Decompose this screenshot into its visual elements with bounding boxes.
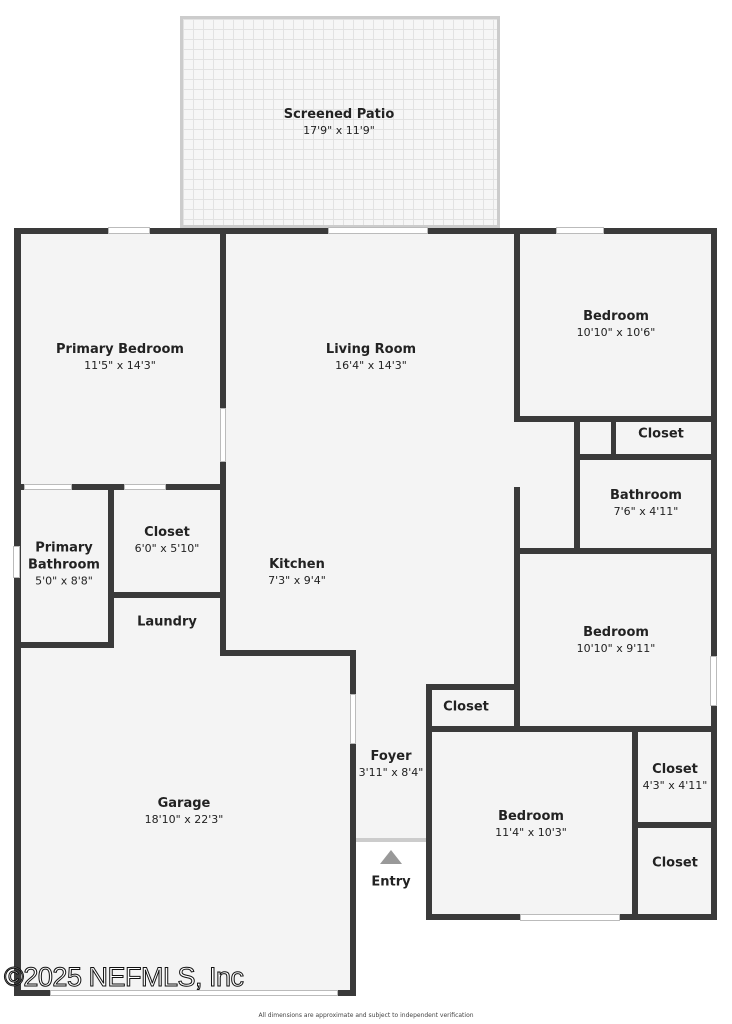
watermark: ©2025 NEFMLS, Inc xyxy=(4,962,245,993)
room-name: Foyer xyxy=(370,749,412,764)
window xyxy=(556,227,604,234)
room-dims: 10'10" x 10'6" xyxy=(576,326,656,339)
garage-door xyxy=(50,990,338,996)
room-dims: 11'5" x 14'3" xyxy=(84,359,156,372)
room-name: Bathroom xyxy=(610,488,682,503)
wall xyxy=(14,228,21,996)
room-closet-se2: Closet xyxy=(652,855,698,872)
wall xyxy=(108,484,114,648)
room-name: Garage xyxy=(157,796,211,811)
room-dims: 7'3" x 9'4" xyxy=(268,574,326,587)
room-name: Entry xyxy=(371,874,411,890)
door-opening xyxy=(124,484,166,490)
floor-area xyxy=(14,228,717,920)
room-name: Closet xyxy=(144,525,190,540)
window xyxy=(520,914,620,921)
entry-arrow-icon xyxy=(380,850,402,864)
room-name: Closet xyxy=(638,426,684,442)
wall xyxy=(220,650,356,656)
room-bedroom-e: Bedroom 10'10" x 9'11" xyxy=(577,624,656,656)
room-screened-patio: Screened Patio 17'9" x 11'9" xyxy=(284,106,395,138)
room-dims: 7'6" x 4'11" xyxy=(613,505,679,518)
room-name: Kitchen xyxy=(269,557,325,572)
window xyxy=(710,656,717,706)
wall xyxy=(611,416,616,458)
screened-patio-area xyxy=(180,16,500,228)
room-bedroom-se: Bedroom 11'4" x 10'3" xyxy=(495,808,567,840)
wall xyxy=(426,684,520,690)
room-closet-se1: Closet 4'3" x 4'11" xyxy=(643,761,708,793)
room-dims: 5'0" x 8'8" xyxy=(35,574,93,588)
door-opening xyxy=(328,227,428,234)
wall xyxy=(350,650,356,996)
wall xyxy=(574,454,717,460)
room-dims: 16'4" x 14'3" xyxy=(335,359,407,372)
room-living-room: Living Room 16'4" x 14'3" xyxy=(326,341,416,373)
room-name: Closet xyxy=(443,699,489,715)
room-name: Bedroom xyxy=(583,625,649,640)
wall xyxy=(108,592,226,598)
room-name: Closet xyxy=(652,762,698,777)
room-name: Bedroom xyxy=(583,309,649,324)
wall xyxy=(514,228,520,422)
door-opening xyxy=(24,484,72,490)
wall xyxy=(711,228,717,920)
wall xyxy=(14,642,114,648)
room-bedroom-ne: Bedroom 10'10" x 10'6" xyxy=(577,308,656,340)
wall xyxy=(14,484,226,490)
room-kitchen: Kitchen 7'3" x 9'4" xyxy=(268,556,326,588)
garage-floor xyxy=(14,900,356,996)
wall xyxy=(514,548,717,554)
room-dims: 4'3" x 4'11" xyxy=(642,779,708,792)
room-closet-ne: Closet xyxy=(638,426,684,443)
wall xyxy=(514,487,520,732)
room-name: Living Room xyxy=(325,342,417,357)
room-dims: 17'9" x 11'9" xyxy=(303,124,375,137)
wall xyxy=(632,822,717,828)
wall xyxy=(426,726,717,732)
room-bathroom: Bathroom 7'6" x 4'11" xyxy=(610,487,682,519)
room-entry: Entry xyxy=(371,874,410,891)
room-name: Screened Patio xyxy=(283,107,395,122)
room-name: Primary Bedroom xyxy=(56,342,184,357)
wall xyxy=(574,416,580,554)
entry-threshold xyxy=(356,838,426,842)
room-dims: 11'4" x 10'3" xyxy=(495,826,567,839)
room-dims: 18'10" x 22'3" xyxy=(144,813,224,826)
room-primary-bedroom: Primary Bedroom 11'5" x 14'3" xyxy=(56,341,184,373)
door-opening xyxy=(350,694,356,744)
wall xyxy=(426,684,432,920)
footnote: All dimensions are approximate and subje… xyxy=(258,1012,474,1019)
room-closet-foyer: Closet xyxy=(443,699,489,716)
room-dims: 3'11" x 8'4" xyxy=(358,766,424,779)
room-name: Laundry xyxy=(137,614,197,630)
door-opening xyxy=(220,408,226,462)
window xyxy=(13,546,20,578)
room-dims: 10'10" x 9'11" xyxy=(576,642,656,655)
room-name: Bedroom xyxy=(498,809,564,824)
room-laundry: Laundry xyxy=(137,614,197,631)
room-foyer: Foyer 3'11" x 8'4" xyxy=(359,748,424,780)
room-name: Primary Bathroom xyxy=(28,540,100,573)
room-closet-primary: Closet 6'0" x 5'10" xyxy=(135,524,200,556)
room-garage: Garage 18'10" x 22'3" xyxy=(145,795,224,827)
window xyxy=(108,227,150,234)
room-dims: 6'0" x 5'10" xyxy=(134,542,200,555)
room-name: Closet xyxy=(652,855,698,871)
